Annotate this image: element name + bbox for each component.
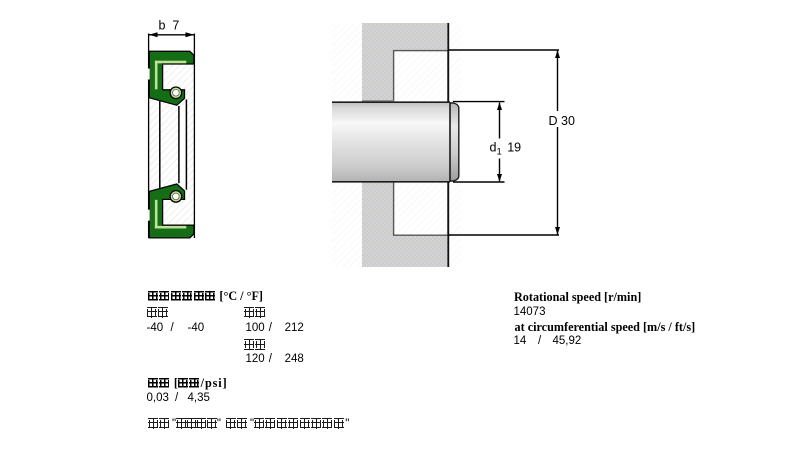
svg-text:D 30: D 30 [549, 114, 575, 128]
svg-text:b 7: b 7 [159, 19, 180, 33]
svg-text:d1 19: d1 19 [490, 141, 522, 158]
